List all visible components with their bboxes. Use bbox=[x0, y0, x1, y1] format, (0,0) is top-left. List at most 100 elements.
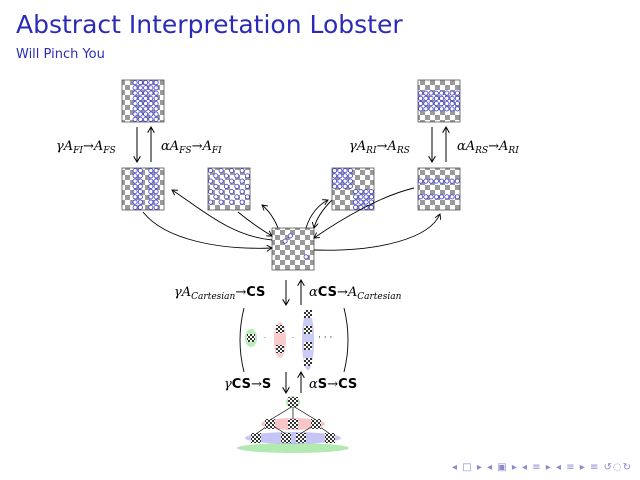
board-marker bbox=[148, 173, 154, 179]
board-marker bbox=[148, 95, 154, 101]
board-marker bbox=[137, 95, 143, 101]
cs-tuple: · · · · · bbox=[239, 307, 349, 373]
board-marker bbox=[137, 116, 143, 122]
board-marker bbox=[132, 189, 138, 195]
beamer-navigation-bar[interactable]: ◂ □ ▸ ◂ ▣ ▸ ◂ ≡ ▸ ◂ ≡ ▸ ≡ ↺◌↻ bbox=[452, 462, 632, 473]
board-marker bbox=[143, 85, 149, 91]
board-fi-mid bbox=[207, 167, 251, 211]
board-marker bbox=[148, 85, 154, 91]
board-marker bbox=[418, 194, 424, 200]
label-gamma-ri-rs: γARI→ARS bbox=[349, 139, 410, 156]
board-marker bbox=[132, 106, 138, 112]
board-marker bbox=[213, 183, 219, 189]
label-alpha-rs-ri: αARS→ARI bbox=[457, 139, 519, 156]
board-marker bbox=[148, 194, 154, 200]
board-marker bbox=[423, 95, 429, 101]
board-marker bbox=[439, 90, 445, 96]
board-marker bbox=[337, 183, 343, 189]
board-marker bbox=[347, 178, 353, 184]
board-marker bbox=[239, 189, 245, 195]
board-fi-top bbox=[121, 79, 165, 123]
board-marker bbox=[444, 101, 450, 107]
board-marker bbox=[449, 106, 455, 112]
board-marker bbox=[208, 178, 214, 184]
board-marker bbox=[423, 106, 429, 112]
board-marker bbox=[439, 194, 445, 200]
board-marker bbox=[132, 194, 138, 200]
label-gamma-fi-fs: γAFI→AFS bbox=[56, 139, 116, 156]
board-marker bbox=[244, 194, 250, 200]
board-marker bbox=[423, 178, 429, 184]
label-alpha-cs-cartesian: αCS→ACartesian bbox=[309, 285, 402, 302]
board-marker bbox=[239, 168, 245, 174]
board-marker bbox=[153, 178, 159, 184]
board-marker bbox=[137, 168, 143, 174]
board-marker bbox=[132, 204, 138, 210]
slide-subtitle: Will Pinch You bbox=[16, 47, 105, 62]
board-marker bbox=[143, 111, 149, 117]
board-marker bbox=[449, 90, 455, 96]
board-marker bbox=[332, 168, 338, 174]
board-marker bbox=[342, 173, 348, 179]
board-marker bbox=[137, 111, 143, 117]
board-marker bbox=[153, 204, 159, 210]
board-marker bbox=[454, 194, 460, 200]
board-marker bbox=[337, 168, 343, 174]
board-marker bbox=[234, 173, 240, 179]
board-marker bbox=[418, 90, 424, 96]
board-marker bbox=[229, 168, 235, 174]
arrow-center-to-fi bbox=[262, 205, 279, 229]
board-marker bbox=[418, 106, 424, 112]
board-marker bbox=[218, 178, 224, 184]
board-marker bbox=[353, 199, 359, 205]
board-marker bbox=[143, 116, 149, 122]
board-marker bbox=[208, 189, 214, 195]
board-marker bbox=[137, 106, 143, 112]
board-marker bbox=[358, 189, 364, 195]
board-marker bbox=[143, 90, 149, 96]
svg-text:·: · bbox=[292, 335, 294, 342]
board-marker bbox=[347, 173, 353, 179]
board-marker bbox=[153, 116, 159, 122]
arrow-fi-to-center bbox=[237, 211, 272, 236]
board-marker bbox=[153, 80, 159, 86]
board-marker bbox=[244, 183, 250, 189]
board-marker bbox=[433, 90, 439, 96]
board-marker bbox=[444, 178, 450, 184]
board-marker bbox=[428, 194, 434, 200]
board-marker bbox=[444, 90, 450, 96]
board-marker bbox=[454, 101, 460, 107]
board-marker bbox=[433, 106, 439, 112]
board-marker bbox=[132, 111, 138, 117]
board-marker bbox=[287, 233, 293, 239]
board-marker bbox=[353, 204, 359, 210]
board-ri-mid bbox=[331, 167, 375, 211]
slide-title: Abstract Interpretation Lobster bbox=[16, 10, 403, 39]
board-marker bbox=[153, 189, 159, 195]
board-marker bbox=[229, 199, 235, 205]
board-marker bbox=[218, 199, 224, 205]
board-marker bbox=[358, 194, 364, 200]
board-marker bbox=[234, 194, 240, 200]
board-marker bbox=[132, 173, 138, 179]
board-marker bbox=[428, 106, 434, 112]
board-marker bbox=[368, 204, 374, 210]
board-marker bbox=[137, 183, 143, 189]
board-marker bbox=[148, 106, 154, 112]
board-marker bbox=[418, 178, 424, 184]
board-marker bbox=[137, 101, 143, 107]
label-alpha-s-cs: αS→CS bbox=[309, 377, 357, 392]
board-rs-top bbox=[417, 79, 461, 123]
board-marker bbox=[418, 101, 424, 107]
board-marker bbox=[153, 85, 159, 91]
board-marker bbox=[132, 199, 138, 205]
board-marker bbox=[213, 173, 219, 179]
board-marker bbox=[148, 111, 154, 117]
board-marker bbox=[148, 183, 154, 189]
board-marker bbox=[454, 95, 460, 101]
board-marker bbox=[428, 101, 434, 107]
board-marker bbox=[353, 189, 359, 195]
label-gamma-cartesian-cs: γACartesian→CS bbox=[174, 285, 265, 302]
board-marker bbox=[148, 178, 154, 184]
